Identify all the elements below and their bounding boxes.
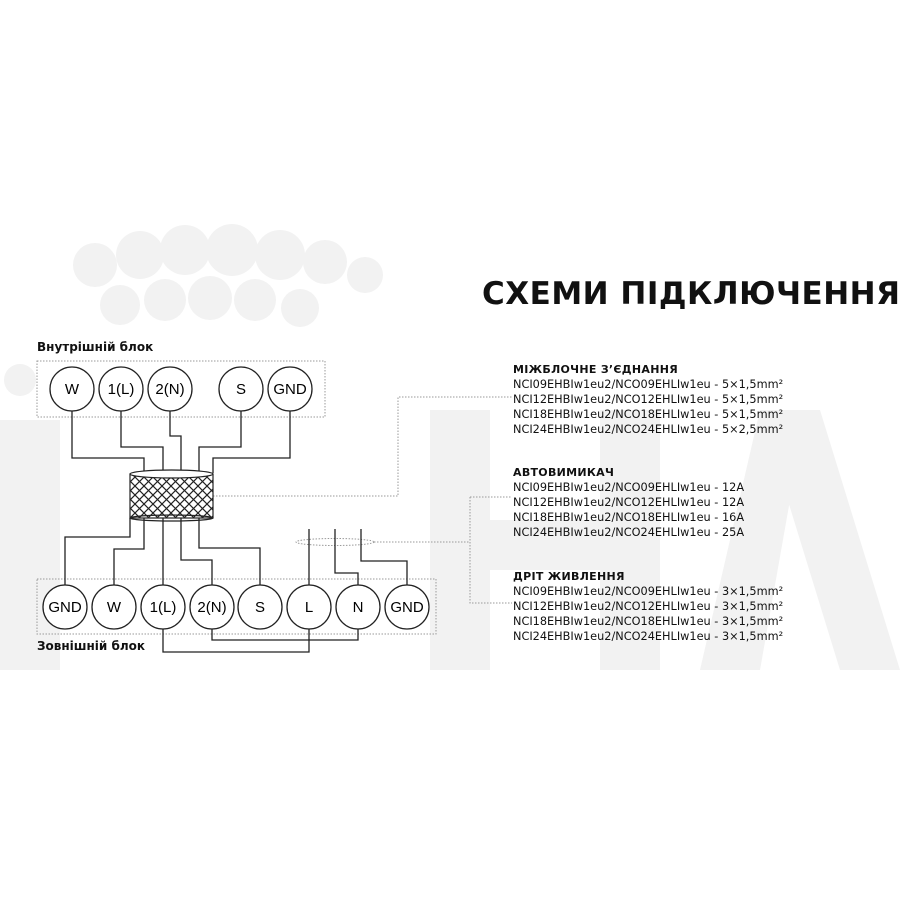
spec-row: NCI12EHBIw1eu2/NCO12EHLIw1eu - 3×1,5mm²: [513, 600, 784, 613]
terminal-2n: [147, 366, 193, 412]
terminal-label: GND: [273, 381, 307, 398]
terminal-1l: [140, 584, 186, 630]
spec-row: NCI18EHBIw1eu2/NCO18EHLIw1eu - 3×1,5mm²: [513, 615, 784, 628]
spec-row: NCI09EHBIw1eu2/NCO09EHLIw1eu - 5×1,5mm²: [513, 378, 784, 391]
terminal-gnd: [384, 584, 430, 630]
spec-row: NCI18EHBIw1eu2/NCO18EHLIw1eu - 16A: [513, 511, 745, 524]
terminal-gnd: [42, 584, 88, 630]
spec-heading: АВТОВИМИКАЧ: [513, 466, 615, 479]
spec-row: NCI12EHBIw1eu2/NCO12EHLIw1eu - 12A: [513, 496, 745, 509]
terminal-label: 1(L): [150, 599, 177, 616]
terminal-w: [91, 584, 137, 630]
spec-row: NCI24EHBIw1eu2/NCO24EHLIw1eu - 25A: [513, 526, 745, 539]
spec-heading: ДРІТ ЖИВЛЕННЯ: [513, 570, 625, 583]
terminal-label: S: [236, 381, 246, 398]
outdoor-unit-label: Зовнішній блок: [37, 639, 146, 653]
terminal-label: 2(N): [155, 381, 184, 398]
spec-row: NCI09EHBIw1eu2/NCO09EHLIw1eu - 3×1,5mm²: [513, 585, 784, 598]
terminal-w: [49, 366, 95, 412]
indoor-unit-label: Внутрішній блок: [37, 340, 154, 354]
terminal-1l: [98, 366, 144, 412]
terminal-label: S: [255, 599, 265, 616]
terminal-n: [335, 584, 381, 630]
terminal-label: L: [305, 599, 313, 616]
terminal-l: [286, 584, 332, 630]
shielded-cable: [129, 469, 214, 522]
terminal-s: [237, 584, 283, 630]
spec-heading: МІЖБЛОЧНЕ З’ЄДНАННЯ: [513, 363, 678, 376]
spec-row: NCI24EHBIw1eu2/NCO24EHLIw1eu - 3×1,5mm²: [513, 630, 784, 643]
terminal-label: 2(N): [197, 599, 226, 616]
terminal-label: 1(L): [108, 381, 135, 398]
terminal-gnd: [267, 366, 313, 412]
terminal-s: [218, 366, 264, 412]
terminal-label: W: [107, 599, 122, 616]
terminal-label: W: [65, 381, 80, 398]
terminal-label: GND: [48, 599, 82, 616]
terminal-label: N: [353, 599, 364, 616]
spec-row: NCI18EHBIw1eu2/NCO18EHLIw1eu - 5×1,5mm²: [513, 408, 784, 421]
page-title: СХЕМИ ПІДКЛЮЧЕННЯ: [482, 276, 900, 312]
spec-power-cable: ДРІТ ЖИВЛЕННЯ NCI09EHBIw1eu2/NCO09EHLIw1…: [513, 569, 783, 644]
spec-breaker: АВТОВИМИКАЧ NCI09EHBIw1eu2/NCO09EHLIw1eu…: [513, 465, 744, 540]
spec-row: NCI24EHBIw1eu2/NCO24EHLIw1eu - 5×2,5mm²: [513, 423, 784, 436]
spec-row: NCI09EHBIw1eu2/NCO09EHLIw1eu - 12A: [513, 481, 745, 494]
terminal-2n: [189, 584, 235, 630]
spec-row: NCI12EHBIw1eu2/NCO12EHLIw1eu - 5×1,5mm²: [513, 393, 784, 406]
terminal-label: GND: [390, 599, 424, 616]
spec-interunit: МІЖБЛОЧНЕ З’ЄДНАННЯ NCI09EHBIw1eu2/NCO09…: [513, 362, 783, 437]
